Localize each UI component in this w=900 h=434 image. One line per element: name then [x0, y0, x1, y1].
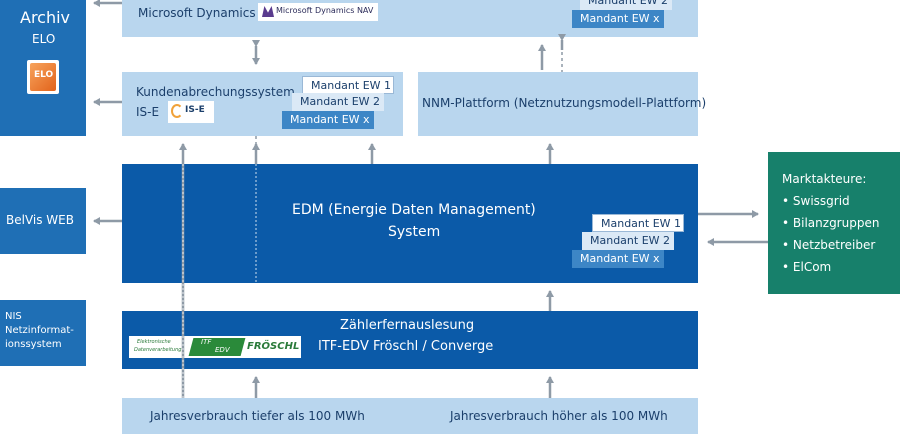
edm-mandant-2: Mandant EW 2: [582, 232, 674, 250]
verbrauch-left: Jahresverbrauch tiefer als 100 MWh: [150, 409, 365, 423]
markt-item: • Netzbetreiber: [782, 238, 876, 252]
ise-logo-icon: [171, 104, 183, 118]
kunden-title: Kundenabrechungssystem: [136, 85, 295, 99]
dynamics-mandant-x: Mandant EW x: [572, 10, 664, 28]
edm-subtitle: System: [388, 224, 441, 240]
markt-item: • ElCom: [782, 260, 832, 274]
dynamics-mandant-2: Mandant EW 2: [580, 0, 672, 10]
belvis-label: BelVis WEB: [6, 213, 74, 227]
kunden-mandant-x: Mandant EW x: [282, 111, 374, 129]
belvis-box: BelVis WEB: [0, 188, 86, 254]
froeschl-logo-small2: Datenverarbeitung: [134, 347, 182, 353]
edm-mandant-1: Mandant EW 1: [592, 214, 684, 232]
archiv-box: Archiv ELO ELO: [0, 0, 86, 136]
elo-logo-icon: ELO: [27, 60, 59, 94]
edm-box: EDM (Energie Daten Management) System Ma…: [122, 164, 698, 283]
dynamics-label: Microsoft Dynamics: [138, 6, 256, 20]
kunden-mandant-1: Mandant EW 1: [302, 76, 394, 94]
markt-title: Marktakteure:: [782, 172, 867, 186]
zaehler-box: Zählerfernauslesung ITF-EDV Fröschl / Co…: [122, 311, 698, 369]
dynamics-logo-text: Microsoft Dynamics NAV: [276, 6, 374, 15]
marktakteure-box: Marktakteure: • Swissgrid • Bilanzgruppe…: [768, 152, 900, 294]
elo-logo-text: ELO: [34, 70, 54, 80]
zaehler-title: Zählerfernauslesung: [340, 318, 475, 333]
ise-logo-text: IS-E: [185, 105, 205, 115]
verbrauch-box: Jahresverbrauch tiefer als 100 MWh Jahre…: [122, 398, 698, 434]
nnm-label: NNM-Plattform (Netznutzungsmodell-Plattf…: [422, 96, 707, 110]
froeschl-logo-edv: EDV: [215, 346, 230, 354]
verbrauch-right: Jahresverbrauch höher als 100 MWh: [450, 409, 668, 423]
edm-mandant-x: Mandant EW x: [572, 250, 664, 268]
markt-item: • Swissgrid: [782, 194, 850, 208]
nis-line2: Netzinformat-: [5, 325, 74, 336]
kundenabrechnung-box: Kundenabrechungssystem IS-E IS-E Mandant…: [122, 72, 403, 136]
nis-line3: ionssystem: [5, 339, 62, 350]
zaehler-subtitle: ITF-EDV Fröschl / Converge: [318, 339, 494, 354]
froeschl-logo-name: FRÖSCHL: [247, 341, 300, 352]
dynamics-box: Microsoft Dynamics Microsoft Dynamics NA…: [122, 0, 698, 37]
kunden-subtitle: IS-E: [136, 105, 160, 119]
edm-title: EDM (Energie Daten Management): [292, 202, 536, 218]
froeschl-logo-small1: Elektronische: [137, 339, 171, 345]
froeschl-logo-itf: ITF: [201, 338, 212, 346]
archiv-subtitle: ELO: [32, 32, 56, 46]
nis-line1: NIS: [5, 311, 22, 322]
markt-item: • Bilanzgruppen: [782, 216, 880, 230]
froeschl-logo: Elektronische Datenverarbeitung ITF EDV …: [129, 336, 301, 358]
ise-logo: IS-E: [168, 101, 214, 123]
nis-box: NIS Netzinformat- ionssystem: [0, 300, 86, 366]
dynamics-nav-logo: Microsoft Dynamics NAV: [258, 3, 378, 21]
archiv-title: Archiv: [20, 8, 71, 27]
kunden-mandant-2: Mandant EW 2: [292, 93, 384, 111]
nnm-box: NNM-Plattform (Netznutzungsmodell-Plattf…: [418, 72, 706, 136]
